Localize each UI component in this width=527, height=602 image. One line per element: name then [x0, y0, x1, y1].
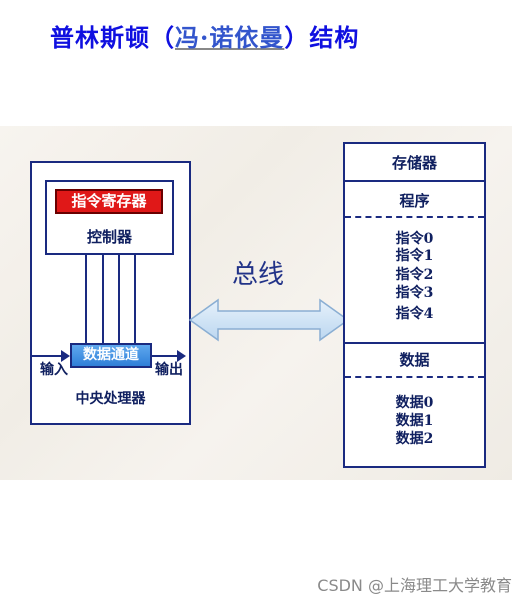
instruction-register: 指令寄存器 [55, 189, 163, 214]
data-item: 数据0 [395, 395, 434, 411]
control-wire [134, 253, 136, 345]
program-dash-divider [345, 216, 484, 218]
control-wire [85, 253, 87, 345]
input-arrow-line [32, 355, 61, 357]
data-item: 数据1 [395, 413, 434, 429]
data-path: 数据通道 [70, 343, 152, 368]
memory-divider [345, 342, 484, 344]
control-wire [102, 253, 104, 345]
controller-box: 指令寄存器 控制器 [45, 180, 174, 255]
output-arrow-line [152, 355, 177, 357]
memory-divider [345, 180, 484, 182]
bus-double-arrow [188, 298, 350, 342]
input-arrow-head [61, 350, 70, 362]
memory-box: 存储器 程序 指令0 指令1 指令2 指令3 指令4 数据 数据0 数据1 数据… [343, 142, 486, 468]
instruction-item: 指令4 [395, 306, 434, 322]
watermark: CSDN @上海理工大学教育 [317, 576, 512, 595]
cpu-box: 指令寄存器 控制器 数据通道 输入 输出 中央处理器 [30, 161, 191, 425]
instruction-item: 指令0 [395, 231, 434, 247]
title-prefix: 普林斯顿（ [50, 23, 175, 52]
title-suffix: ）结构 [284, 23, 360, 52]
memory-title: 存储器 [391, 154, 437, 172]
title-link[interactable]: 冯·诺依曼 [175, 23, 285, 52]
data-dash-divider [345, 376, 484, 378]
architecture-diagram: 指令寄存器 控制器 数据通道 输入 输出 中央处理器 总线 存储器 程序 指令0 [0, 126, 512, 480]
input-label: 输入 [40, 362, 68, 378]
output-label: 输出 [155, 362, 183, 378]
data-label: 数据 [399, 351, 430, 369]
bus-label: 总线 [232, 260, 285, 290]
data-item: 数据2 [395, 431, 434, 447]
instruction-item: 指令3 [395, 285, 434, 301]
instruction-item: 指令2 [395, 267, 434, 283]
output-arrow-head [177, 350, 186, 362]
program-label: 程序 [399, 192, 430, 210]
instruction-item: 指令1 [395, 248, 434, 264]
cpu-label: 中央处理器 [75, 391, 146, 407]
controller-label: 控制器 [86, 228, 132, 246]
control-wire [118, 253, 120, 345]
page-title: 普林斯顿（冯·诺依曼）结构 [50, 18, 359, 53]
